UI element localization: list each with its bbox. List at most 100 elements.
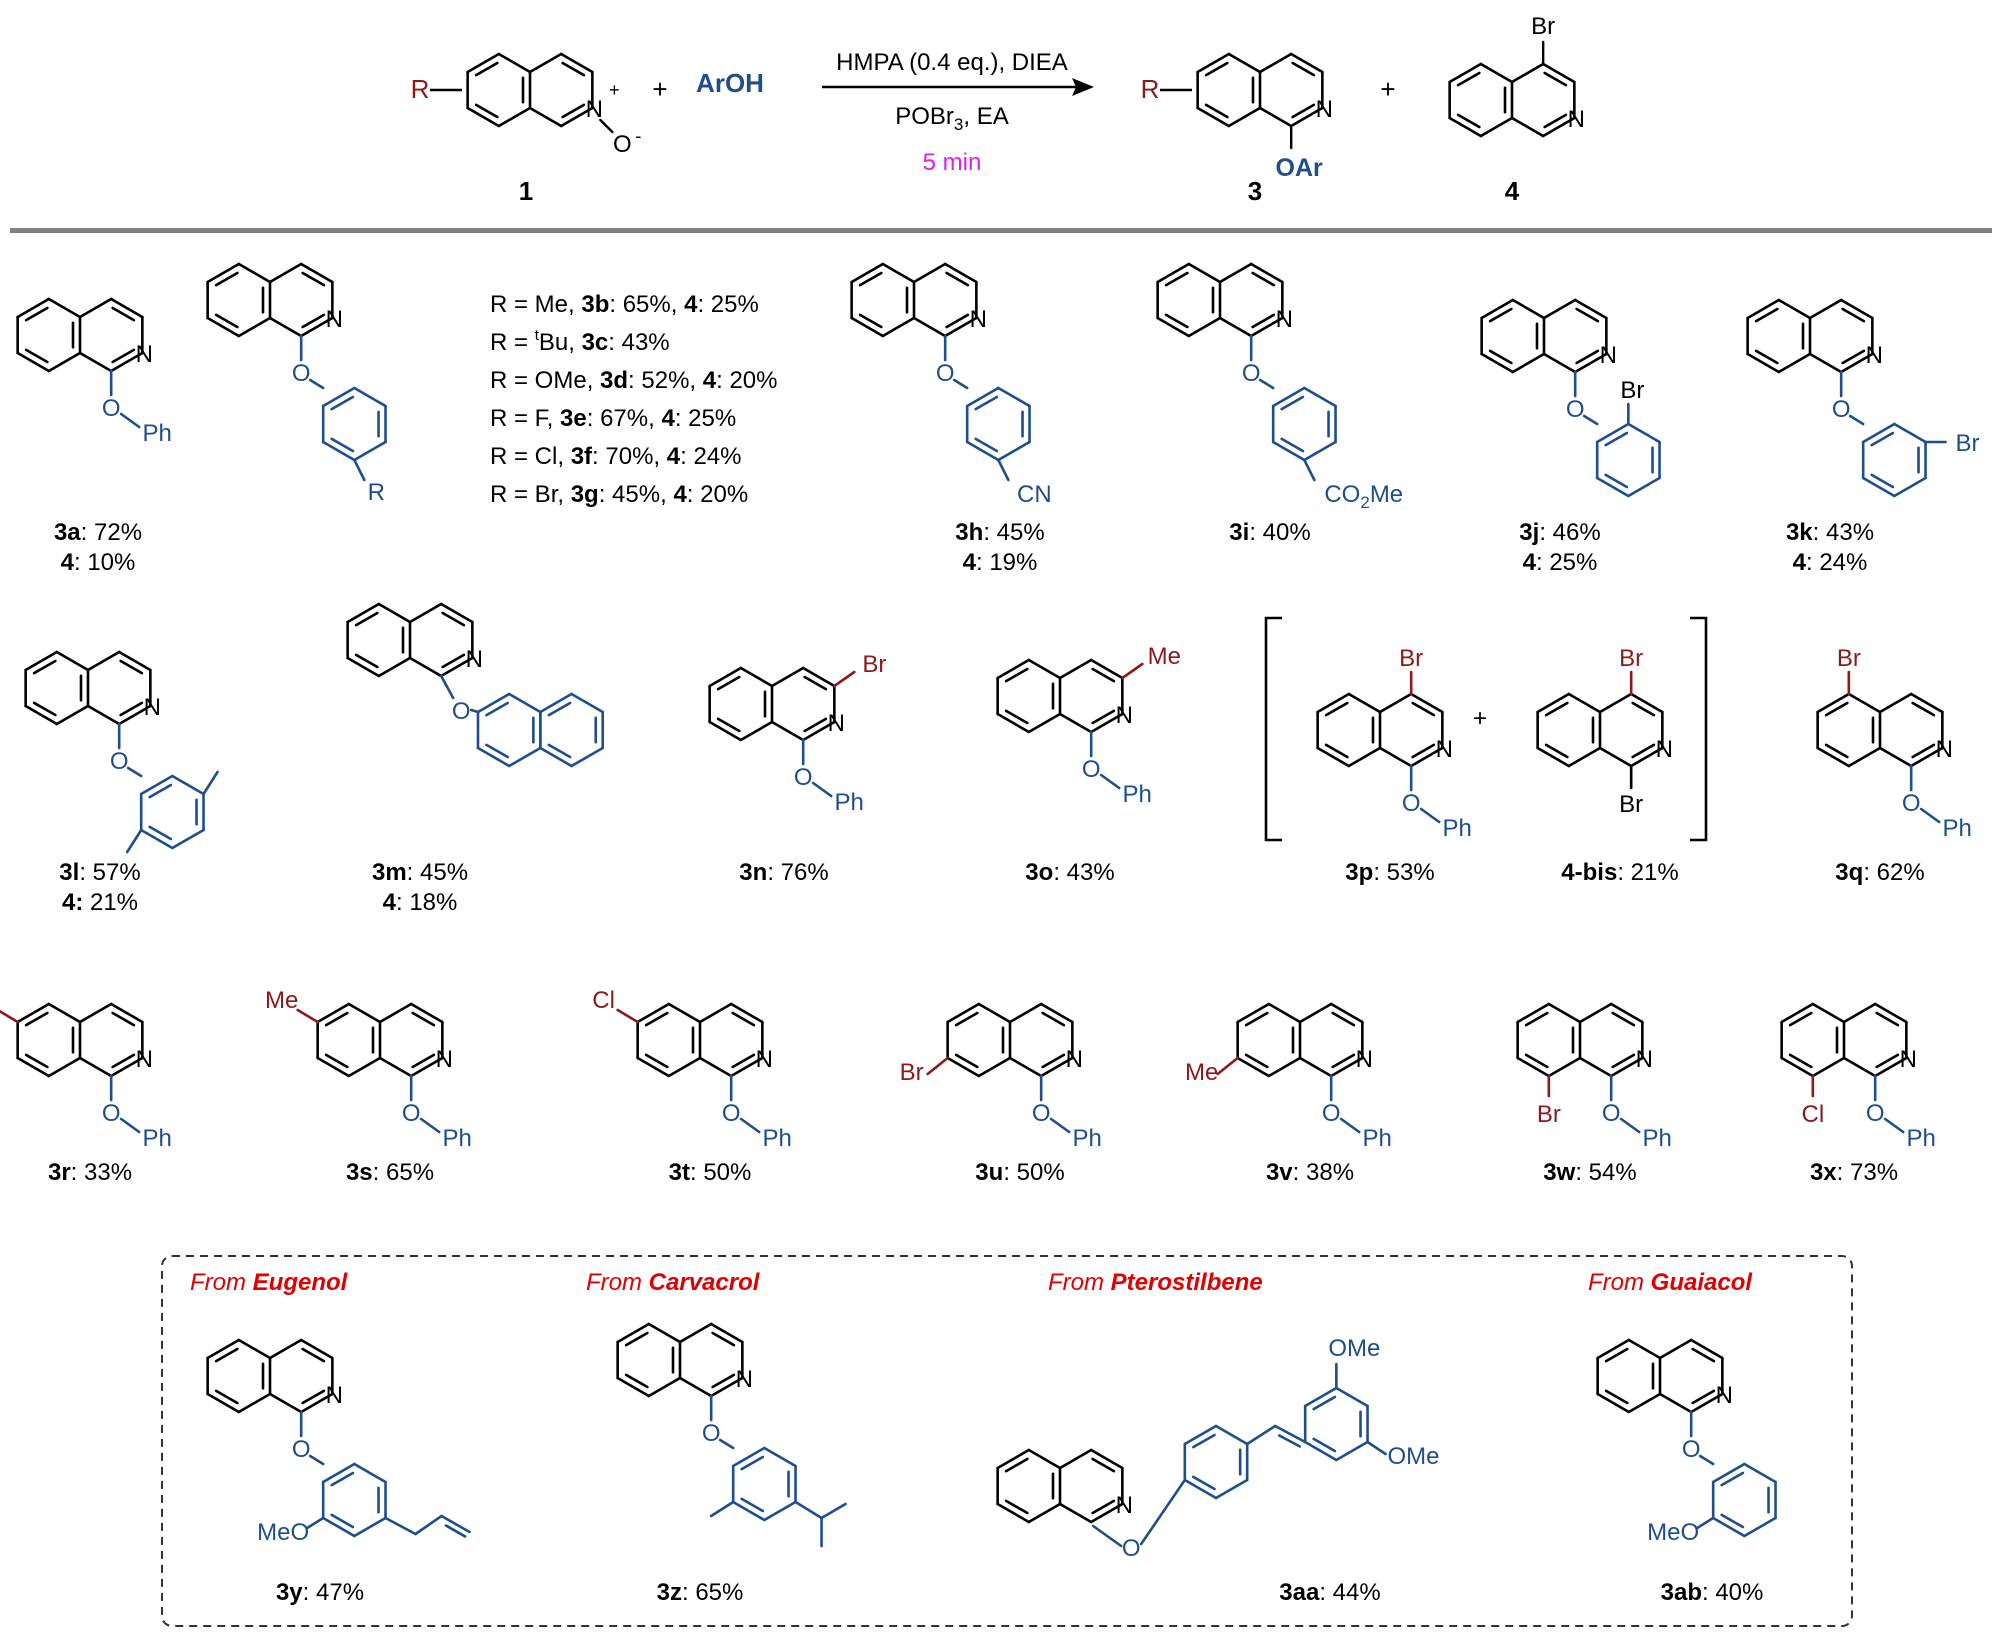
aryl-bond — [1335, 1440, 1369, 1462]
compound-number: 3j — [1519, 519, 1539, 546]
yield-label: 3n: 76% — [739, 859, 828, 886]
benzo-bond — [377, 602, 412, 624]
nitrogen-label: N — [1636, 1046, 1653, 1073]
aryl-double-bond — [321, 440, 356, 462]
phenyl-label: Ph — [1072, 1125, 1101, 1152]
aryl-double-bond — [731, 1446, 766, 1468]
methyl-bond — [125, 828, 143, 854]
aryl-bond — [507, 746, 542, 768]
benzo-double-bond — [1196, 106, 1231, 128]
nitrogen-label: N — [1900, 1046, 1917, 1073]
cn-double-bond — [945, 313, 970, 329]
oxygen-label: O — [1082, 756, 1101, 783]
bond — [408, 656, 443, 678]
yield-value: : 43% — [1053, 859, 1114, 886]
o-aryl-bond — [952, 378, 969, 390]
aryl-bond — [171, 774, 205, 796]
o-ph-bond — [1619, 1117, 1641, 1134]
compound-number: 3v — [1266, 1159, 1293, 1186]
aryl-double-bond — [1183, 1478, 1218, 1500]
phenyl-label: Ph — [142, 1125, 171, 1152]
benzo-double-bond — [1448, 116, 1483, 138]
bond — [1578, 1002, 1613, 1024]
aryl-double-bond — [476, 692, 511, 714]
source-prefix: From — [1588, 1269, 1651, 1296]
c-ester-bond — [1303, 458, 1316, 482]
bond — [408, 602, 443, 624]
arrow-head — [1072, 78, 1094, 96]
row-fragment: 4 — [667, 443, 681, 470]
benzo-double-bond — [24, 306, 49, 322]
aryl-bond — [1303, 386, 1337, 408]
pyridine-double-bond — [411, 1011, 436, 1027]
aryl-double-bond — [148, 783, 173, 799]
yield-label: 3a: 72% — [54, 519, 142, 546]
aryl-double-bond — [1303, 1386, 1338, 1408]
aryl-double-bond — [1595, 476, 1630, 498]
aryl-double-bond — [1861, 476, 1896, 498]
pyridine-double-bond — [1291, 61, 1316, 77]
o-ph-bond — [1919, 807, 1941, 824]
cn-double-bond — [1411, 743, 1436, 759]
pyridine-double-bond — [1041, 1011, 1066, 1027]
nitrogen-label: N — [1116, 702, 1133, 729]
row-fragment: : 43% — [608, 329, 669, 356]
benzo-double-bond — [1164, 271, 1189, 287]
benzo-double-bond — [24, 348, 49, 364]
pyridine-double-bond — [1689, 1338, 1724, 1360]
pyridine-double-bond — [1691, 1347, 1716, 1363]
yield-value: : 53% — [1373, 859, 1434, 886]
benzo-bond — [1847, 746, 1882, 768]
benzo-double-bond — [324, 1011, 349, 1027]
nitrogen-label: N — [1116, 1492, 1133, 1519]
benzo-bond — [47, 1002, 82, 1024]
yield-value: : 40% — [1702, 1579, 1763, 1606]
aryl-double-bond — [321, 386, 356, 408]
benzo-bond — [1567, 746, 1602, 768]
pyridine-double-bond — [561, 61, 586, 77]
bond — [268, 1338, 303, 1360]
cn-double-bond — [1329, 1056, 1364, 1078]
aryl-double-bond — [1192, 1475, 1216, 1491]
methoxy-bond — [305, 1516, 325, 1530]
yield-value: : 21% — [1617, 859, 1678, 886]
aryl-double-bond — [965, 386, 1000, 408]
byproduct-yield-label: 4: 10% — [61, 549, 136, 576]
yield-label: 3l: 57% — [59, 859, 140, 886]
benzo-double-bond — [1480, 352, 1515, 374]
phenyl-label: Ph — [1122, 781, 1151, 808]
benzo-bond — [237, 316, 272, 338]
bond — [1808, 298, 1843, 320]
c-me-bond — [1121, 662, 1144, 680]
benzo-double-bond — [1536, 692, 1571, 714]
row-fragment: R = Me, — [490, 291, 581, 318]
yield-label: 3t: 50% — [669, 1159, 752, 1186]
o-ph-bond — [419, 1117, 441, 1134]
bond — [86, 650, 121, 672]
aryl-double-bond — [1312, 1437, 1337, 1453]
yield-label: 3j: 46% — [1519, 519, 1600, 546]
compound-number: 3k — [1786, 519, 1813, 546]
aryl-double-bond — [1711, 1462, 1746, 1484]
phenyl-label: Ph — [1942, 815, 1971, 842]
cn-double-bond — [109, 351, 144, 373]
product-4-number: 4 — [1505, 176, 1520, 206]
aryl-double-bond — [1870, 473, 1895, 489]
row-fragment: 4 — [673, 481, 687, 508]
pyridine-double-bond — [301, 1347, 326, 1363]
bromine-label: Br — [1531, 13, 1555, 40]
nitrogen-label: N — [326, 1382, 343, 1409]
benzo-double-bond — [644, 1011, 669, 1027]
bond — [78, 1056, 113, 1078]
methyl-bond — [709, 1500, 735, 1518]
bond — [1008, 1056, 1043, 1078]
compound-number: 3w — [1543, 1159, 1575, 1186]
row-fragment: 4 — [661, 405, 675, 432]
row-fragment: R = — [490, 329, 535, 356]
benzo-double-bond — [1456, 113, 1481, 129]
pyridine-double-bond — [1089, 1448, 1124, 1470]
aryl-bond — [763, 1500, 797, 1522]
yield-label: 4-bis: 21% — [1561, 859, 1678, 886]
benzo-double-bond — [206, 1392, 241, 1414]
